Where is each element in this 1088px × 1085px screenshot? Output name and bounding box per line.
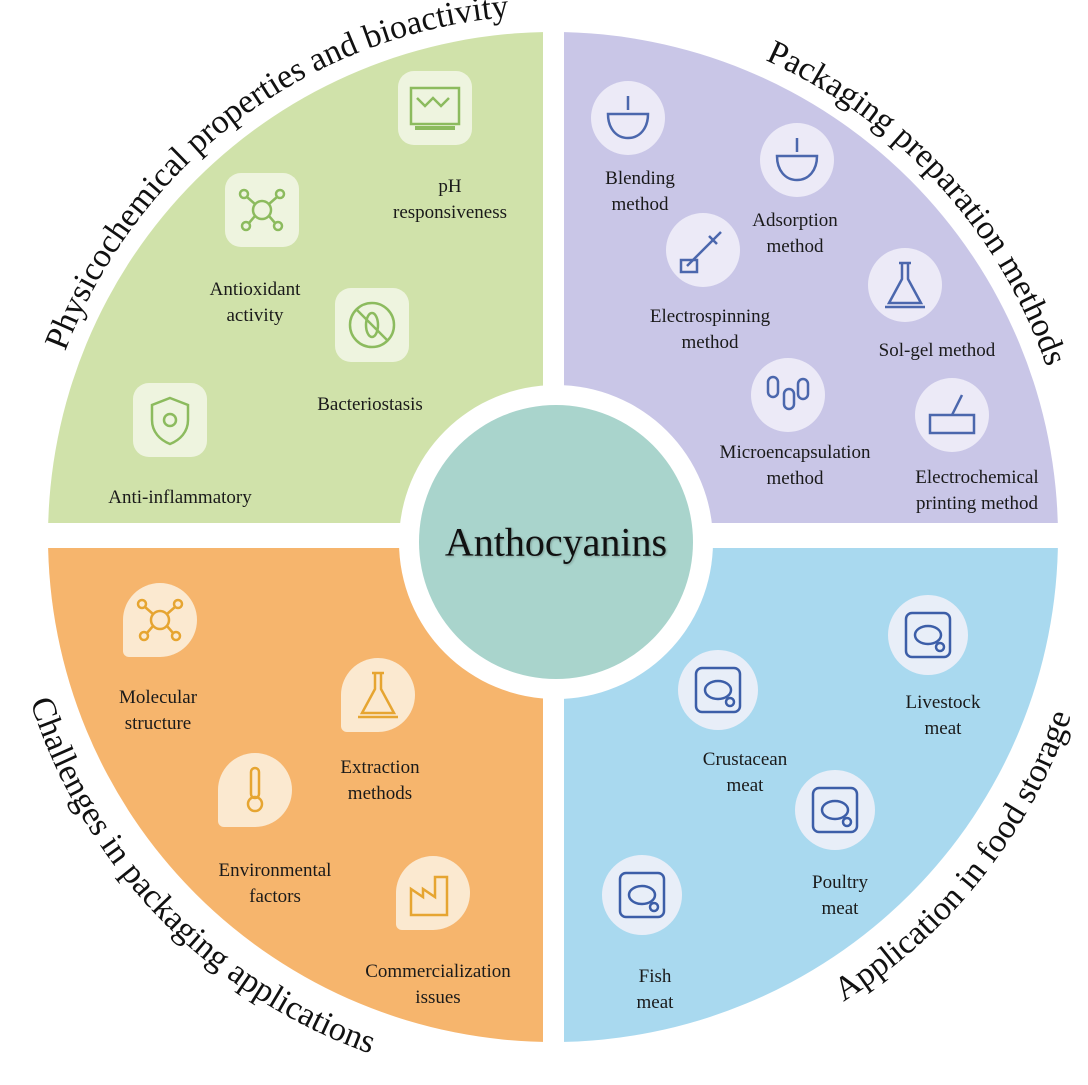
item-label-line: Environmental	[218, 860, 332, 881]
item-label-line: Adsorption	[752, 210, 838, 231]
item-label: Bacteriostasis	[317, 392, 423, 418]
item-label-line: printing method	[916, 493, 1038, 514]
item-label: Anti-inflammatory	[108, 485, 252, 511]
molecule-structure-icon	[123, 583, 197, 657]
item-label-line: Crustacean	[702, 749, 788, 770]
item-label: Electrochemical printing method	[915, 465, 1038, 517]
item-label-line: method	[681, 332, 739, 353]
item-label: Poultry meat	[812, 870, 868, 922]
item-label: Commercialization issues	[365, 959, 511, 1011]
thermometer-light-ph-icon	[218, 753, 292, 827]
item-label-line: meat	[636, 992, 674, 1013]
item-label-line: Molecular	[118, 687, 198, 708]
center-title: Anthocyanins	[444, 519, 668, 565]
capsules-icon	[751, 358, 825, 432]
item-label-line: structure	[124, 713, 192, 734]
item-label-line: Extraction	[340, 757, 420, 778]
item-label-line: Blending	[605, 168, 675, 189]
steak-package-icon	[888, 595, 968, 675]
item-label-line: Bacteriostasis	[317, 394, 423, 415]
item-label-line: Poultry	[812, 872, 868, 893]
item-label-line: meat	[726, 775, 764, 796]
item-label-line: meat	[821, 898, 859, 919]
shield-virus-icon	[133, 383, 207, 457]
item-label-line: pH	[438, 176, 462, 197]
item-label: Livestock meat	[906, 690, 981, 742]
item-label-line: Livestock	[905, 692, 981, 713]
item-label-line: Antioxidant	[209, 279, 301, 300]
item-label-line: meat	[924, 718, 962, 739]
item-label: Antioxidant activity	[210, 277, 301, 329]
item-label: Electrospinning method	[650, 304, 770, 356]
item-label-line: Fish	[638, 966, 672, 987]
item-label: Microencapsulation method	[720, 440, 871, 492]
item-label: Molecular structure	[119, 685, 197, 737]
electrospinning-syringe-icon	[666, 213, 740, 287]
item-label-line: Electrochemical	[915, 467, 1039, 488]
antioxidant-molecule-icon	[225, 173, 299, 247]
item-label-line: Electrospinning	[649, 306, 771, 327]
printer-pen-icon	[915, 378, 989, 452]
item-label: Adsorption method	[752, 208, 838, 260]
no-bacteria-icon	[335, 288, 409, 362]
chicken-leg-package-icon	[795, 770, 875, 850]
adsorption-layer-icon	[760, 123, 834, 197]
extraction-lab-icon	[341, 658, 415, 732]
item-label-line: issues	[415, 987, 461, 1008]
item-label-line: Microencapsulation	[719, 442, 871, 463]
shrimp-package-icon	[678, 650, 758, 730]
item-label-line: Sol-gel method	[878, 340, 996, 361]
factory-commerce-icon	[396, 856, 470, 930]
item-label-line: method	[766, 236, 824, 257]
item-label-line: Anti-inflammatory	[108, 487, 252, 508]
item-label: Fish meat	[637, 964, 674, 1016]
item-label: Extraction methods	[340, 755, 419, 807]
item-label-line: method	[611, 194, 669, 215]
blending-bowl-icon	[591, 81, 665, 155]
item-label: Environmental factors	[219, 858, 332, 910]
item-label-line: responsiveness	[393, 202, 507, 223]
center-circle	[419, 405, 693, 679]
item-label-line: method	[766, 468, 824, 489]
fish-package-icon	[602, 855, 682, 935]
item-label: pH responsiveness	[393, 174, 507, 226]
sol-gel-flask-icon	[868, 248, 942, 322]
item-label-line: activity	[226, 305, 284, 326]
item-label: Crustacean meat	[703, 747, 787, 799]
item-label: Sol-gel method	[879, 338, 996, 364]
item-label-line: methods	[347, 783, 413, 804]
item-label: Blending method	[605, 166, 675, 218]
item-label-line: factors	[249, 886, 301, 907]
item-label-line: Commercialization	[365, 961, 511, 982]
ph-strip-icon	[398, 71, 472, 145]
